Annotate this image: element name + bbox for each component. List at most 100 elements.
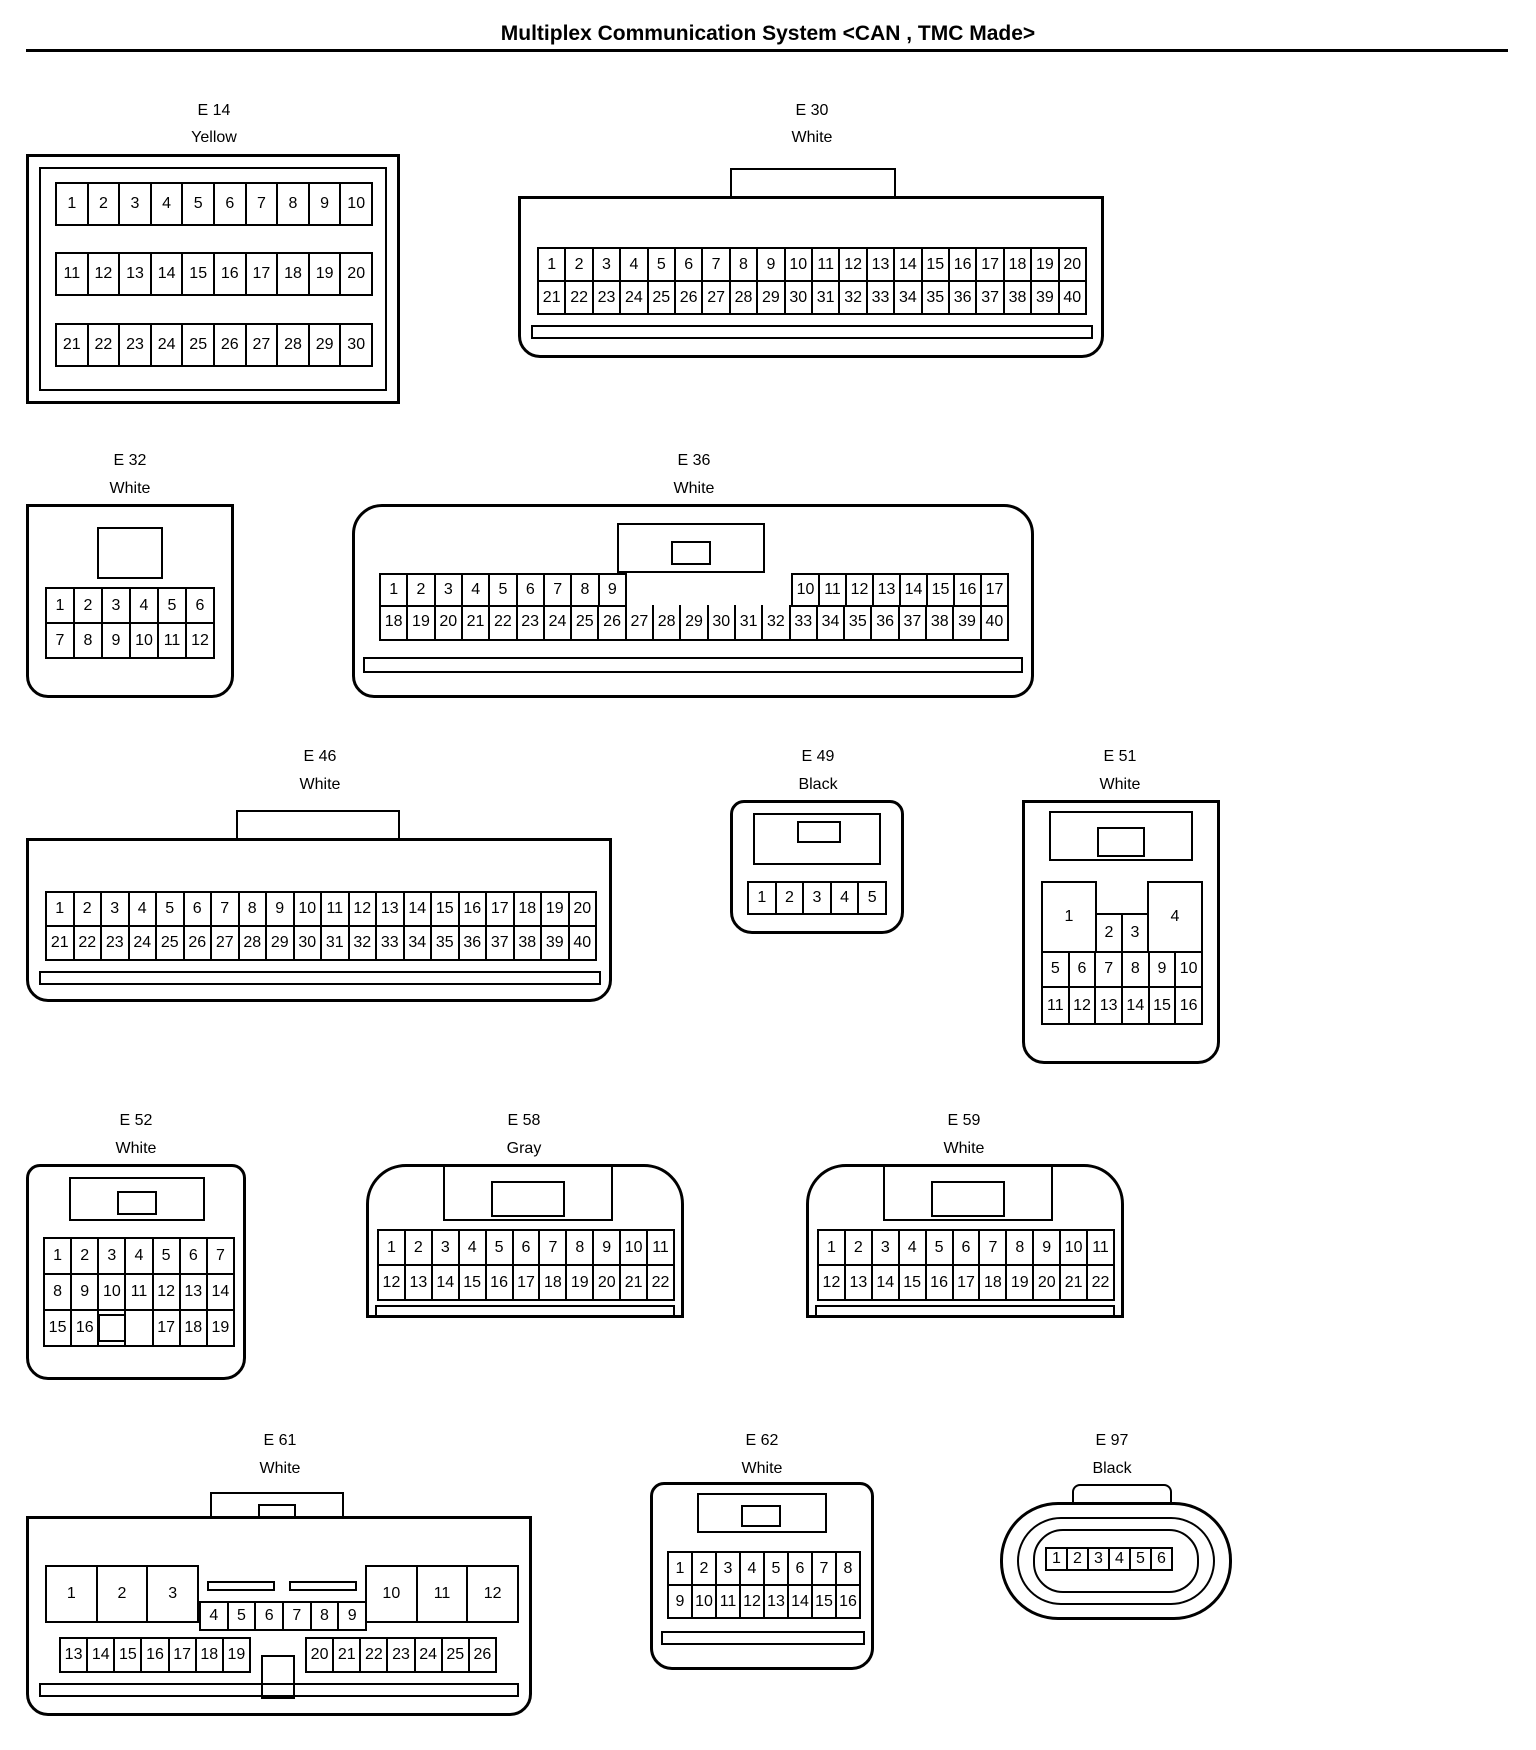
pin-cavity: 19 xyxy=(542,893,570,927)
pin-cavity: 12 xyxy=(847,575,874,607)
e58-color: Gray xyxy=(506,1140,542,1157)
pin-cavity: 14 xyxy=(901,575,928,607)
pin-cavity: 1 xyxy=(47,893,75,927)
pin-cavity: 4 xyxy=(621,249,649,282)
pin-cavity: 13 xyxy=(1096,988,1123,1025)
pin-cavity: 14 xyxy=(789,1586,813,1619)
pin-cavity: 5 xyxy=(486,1231,514,1266)
pin-cavity: 7 xyxy=(545,575,573,607)
pin-cavity: 26 xyxy=(184,927,212,961)
pin-cavity: 4 xyxy=(463,575,491,607)
pin-cavity: 7 xyxy=(246,184,279,226)
pin-cavity: 3 xyxy=(99,1239,127,1275)
pin-cavity: 8 xyxy=(1122,951,1150,988)
pin-cavity: 22 xyxy=(566,282,594,315)
pin-cavity: 7 xyxy=(283,1603,312,1631)
pin-cavity: 23 xyxy=(593,282,622,315)
pin-cavity: 15 xyxy=(899,1266,927,1301)
pin-cavity: 24 xyxy=(151,325,184,367)
pin-cavity: 1 xyxy=(1047,1549,1068,1571)
pin-cavity: 7 xyxy=(47,624,75,659)
pin-cavity: 22 xyxy=(88,325,121,367)
pin-cavity: 21 xyxy=(462,605,491,641)
pin-cavity: 8 xyxy=(837,1553,861,1586)
pin-cavity: 21 xyxy=(1061,1266,1089,1301)
pin-cavity: 40 xyxy=(981,605,1009,641)
pin-cavity: 11 xyxy=(717,1586,741,1619)
pin-cavity: 18 xyxy=(980,1266,1008,1301)
pin-cavity: 15 xyxy=(922,249,950,282)
pin-cavity: 1 xyxy=(57,184,89,226)
pin-cavity: 6 xyxy=(789,1553,813,1586)
pin-cavity: 1 xyxy=(381,575,409,607)
pin-cavity: 4 xyxy=(201,1603,229,1631)
pin-cavity: 32 xyxy=(349,927,377,961)
pin-cavity: 24 xyxy=(544,605,573,641)
pin-cavity: 2 xyxy=(72,1239,100,1275)
pin-cavity: 11 xyxy=(1043,988,1070,1025)
e51-id: E 51 xyxy=(1103,748,1137,765)
pin-cavity: 20 xyxy=(1059,249,1087,282)
pin-cavity: 11 xyxy=(417,1567,469,1623)
pin-cavity: 16 xyxy=(926,1266,954,1301)
pin-cavity: 3 xyxy=(435,575,463,607)
e51-pin-3: 3 xyxy=(1121,913,1149,953)
pin-cavity: 15 xyxy=(1149,988,1177,1025)
pin-cavity: 3 xyxy=(804,883,832,915)
pin-cavity: 12 xyxy=(819,1266,846,1301)
pin-cavity: 26 xyxy=(469,1639,497,1673)
pin-cavity: 25 xyxy=(157,927,185,961)
pin-cavity: 24 xyxy=(621,282,649,315)
pin-cavity: 32 xyxy=(840,282,868,315)
pin-cavity: 37 xyxy=(977,282,1005,315)
e32-id: E 32 xyxy=(113,452,147,469)
pin-cavity: 39 xyxy=(954,605,982,641)
pin-cavity: 10 xyxy=(1061,1231,1089,1266)
pin-cavity: 3 xyxy=(148,1567,199,1623)
pin-cavity: 34 xyxy=(895,282,923,315)
pin-cavity: 6 xyxy=(184,893,212,927)
pin-cavity: 10 xyxy=(621,1231,649,1266)
pin-cavity: 22 xyxy=(74,927,102,961)
e46-color: White xyxy=(299,776,341,793)
pin-cavity: 3 xyxy=(717,1553,741,1586)
e32-color: White xyxy=(109,480,151,497)
pin-cavity: 10 xyxy=(1176,951,1203,988)
e14-color: Yellow xyxy=(191,129,237,146)
pin-cavity: 12 xyxy=(468,1567,519,1623)
pin-cavity: 1 xyxy=(379,1231,406,1266)
pin-cavity: 25 xyxy=(183,325,215,367)
e51-pin-4: 4 xyxy=(1147,881,1203,953)
e36-color: White xyxy=(673,480,715,497)
pin-cavity: 16 xyxy=(215,254,247,296)
pin-cavity: 13 xyxy=(120,254,152,296)
title-rule xyxy=(26,49,1508,52)
pin-cavity: 4 xyxy=(131,589,159,624)
pin-cavity: 17 xyxy=(982,575,1009,607)
page-title: Multiplex Communication System <CAN , TM… xyxy=(500,22,1036,45)
pin-cavity: 16 xyxy=(142,1639,170,1673)
pin-cavity: 3 xyxy=(872,1231,900,1266)
pin-cavity: 8 xyxy=(45,1275,73,1311)
pin-cavity: 12 xyxy=(379,1266,406,1301)
pin-cavity: 14 xyxy=(432,1266,460,1301)
pin-cavity: 33 xyxy=(867,282,896,315)
pin-cavity: 16 xyxy=(837,1586,861,1619)
pin-cavity: 2 xyxy=(97,1567,149,1623)
pin-cavity: 11 xyxy=(648,1231,675,1266)
pin-cavity: 33 xyxy=(790,605,818,641)
pin-cavity: 14 xyxy=(895,249,923,282)
pin-cavity: 23 xyxy=(102,927,130,961)
pin-cavity: 38 xyxy=(1004,282,1033,315)
